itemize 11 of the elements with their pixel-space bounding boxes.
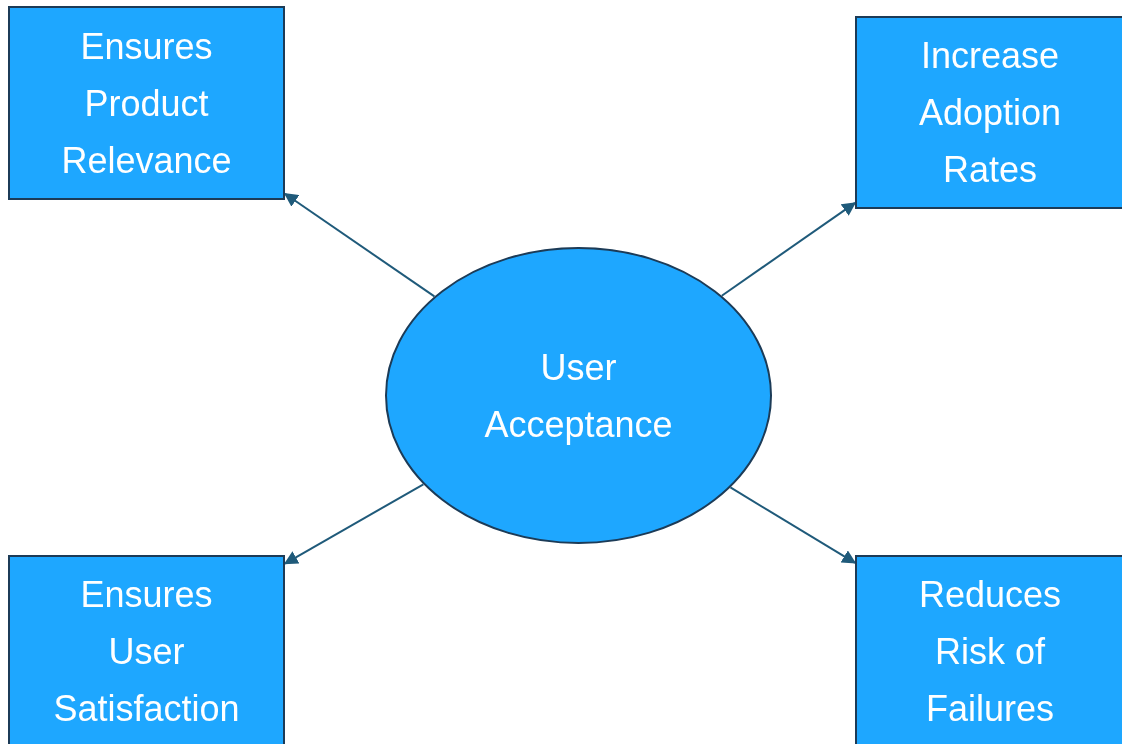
process-box bbox=[855, 16, 1122, 209]
node-label: Reduces Risk of Failures bbox=[917, 572, 1063, 731]
process-box bbox=[8, 6, 285, 200]
node-label: User Acceptance bbox=[483, 345, 674, 447]
process-box bbox=[8, 555, 285, 744]
node-label: Ensures Product Relevance bbox=[60, 24, 233, 183]
arrow bbox=[729, 486, 857, 564]
arrow bbox=[720, 201, 857, 297]
process-box bbox=[855, 555, 1122, 744]
node-label: Increase Adoption Rates bbox=[917, 34, 1063, 192]
node-label: Ensures User Satisfaction bbox=[52, 572, 241, 731]
